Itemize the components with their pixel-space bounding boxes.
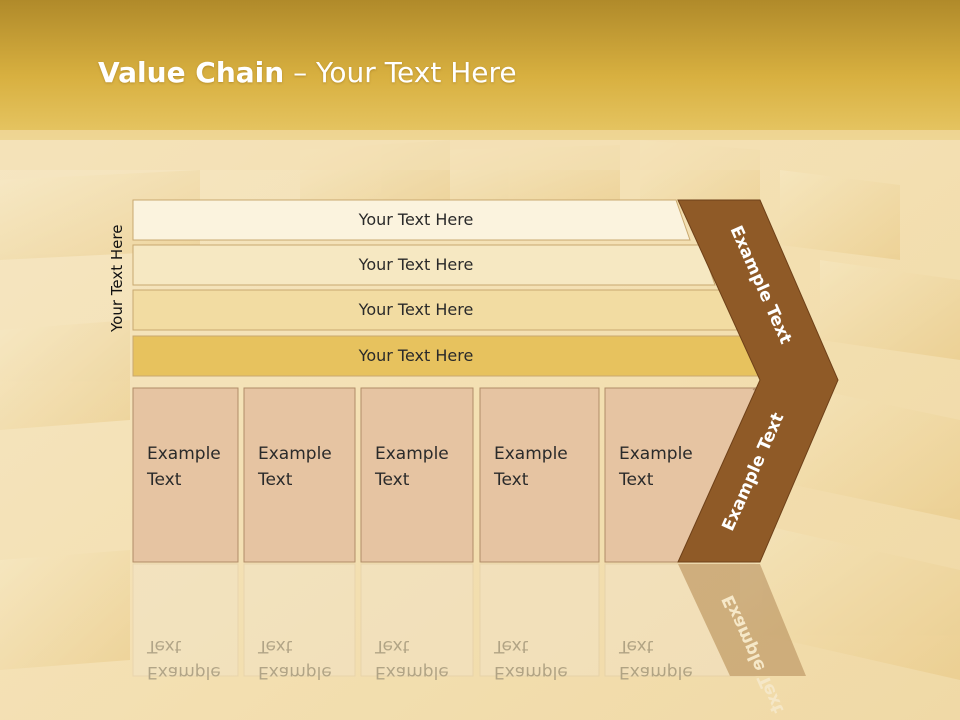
reflection-box: Example Text <box>479 563 600 682</box>
chain-bar-4: Your Text Here <box>132 335 763 377</box>
reflection-line2: Text <box>374 636 410 656</box>
reflection-line2: Text <box>146 636 182 656</box>
reflection-line1: Example <box>375 662 449 682</box>
reflection-line2: Text <box>618 636 654 656</box>
chevron-shape <box>677 199 839 563</box>
slide-title: Value Chain – Your Text Here <box>98 56 517 89</box>
reflection-line1: Example <box>258 662 332 682</box>
activity-box-line1: Example <box>619 444 693 464</box>
reflection-chevron <box>678 564 806 676</box>
chain-bar-label: Your Text Here <box>358 210 474 229</box>
activity-box-line2: Text <box>146 470 182 490</box>
reflection-line1: Example <box>147 662 221 682</box>
chain-bar-label: Your Text Here <box>358 255 474 274</box>
chain-bar-1: Your Text Here <box>132 199 691 241</box>
reflection-line2: Text <box>257 636 293 656</box>
reflection-box: Example Text <box>360 563 474 682</box>
activity-box-line1: Example <box>375 444 449 464</box>
reflection-box-shape <box>132 563 239 677</box>
chain-bar-shape <box>132 199 691 241</box>
reflection-line1: Example <box>619 662 693 682</box>
chain-bar-label: Your Text Here <box>358 346 474 365</box>
activity-box-line1: Example <box>258 444 332 464</box>
activity-box-line1: Example <box>147 444 221 464</box>
reflection-box-shape <box>604 563 756 677</box>
activity-box-shape <box>132 387 239 563</box>
chain-bar-3: Your Text Here <box>132 289 739 331</box>
title-rest: – Your Text Here <box>284 56 517 89</box>
reflection-box-shape <box>360 563 474 677</box>
activity-box-line2: Text <box>618 470 654 490</box>
reflection-box: Example Text <box>243 563 356 682</box>
chain-bar-label: Your Text Here <box>358 300 474 319</box>
chain-bar-2: Your Text Here <box>132 244 716 286</box>
activity-box-line2: Text <box>257 470 293 490</box>
reflection-box-shape <box>243 563 356 677</box>
title-bold: Value Chain <box>98 56 285 89</box>
activity-box-shape <box>243 387 356 563</box>
reflection-line2: Text <box>493 636 529 656</box>
reflection-box: Example Text <box>132 563 239 682</box>
reflection-box-shape <box>479 563 600 677</box>
reflection-box: Example Text <box>604 563 756 682</box>
chain-bar-shape <box>132 244 716 286</box>
activity-box-line1: Example <box>494 444 568 464</box>
activity-box-shape <box>360 387 474 563</box>
activity-box-line2: Text <box>374 470 410 490</box>
reflection: ExampleTextExampleTextExampleTextExample… <box>132 563 806 716</box>
activity-box-shape <box>479 387 600 563</box>
reflection-line1: Example <box>494 662 568 682</box>
activity-box-line2: Text <box>493 470 529 490</box>
